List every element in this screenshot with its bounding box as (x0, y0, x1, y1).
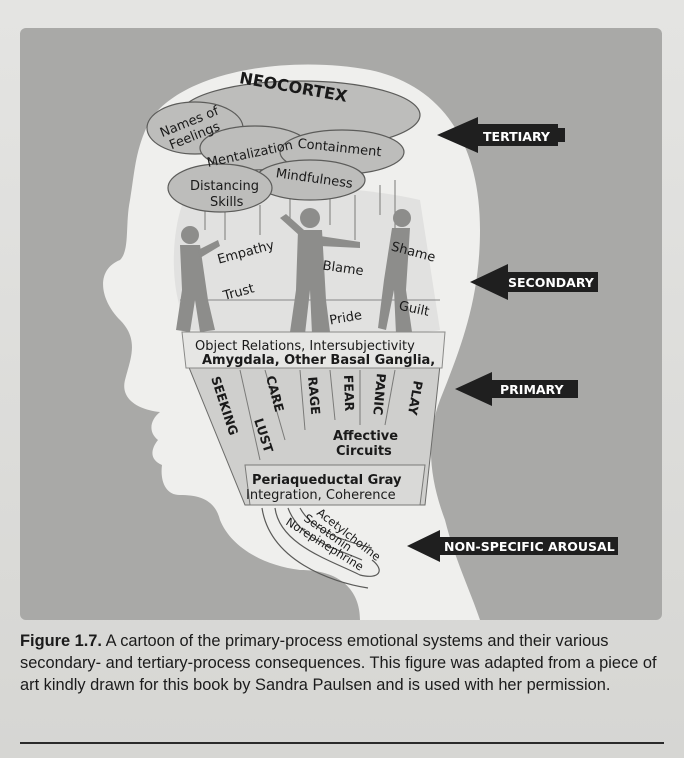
figure-middle (280, 208, 360, 334)
label-blame: Blame (322, 259, 365, 280)
neocortex-clouds (146, 80, 421, 213)
circuits-label: Circuits (336, 444, 392, 459)
rain-lines (204, 180, 396, 240)
cloud-distancing: Distancing (190, 179, 259, 194)
circuit-dividers (239, 369, 396, 461)
cloud-skills: Skills (210, 195, 244, 210)
arrow-primary (455, 372, 578, 406)
circuit-play: PLAY (405, 379, 426, 417)
caption-rule (20, 742, 664, 744)
label-nonspecific: NON-SPECIFIC AROUSAL (444, 539, 615, 554)
label-primary: PRIMARY (500, 382, 564, 397)
arrow-secondary (470, 264, 598, 300)
label-guilt: Guilt (397, 299, 430, 320)
circuit-rage: RAGE (305, 376, 323, 415)
caption-text: A cartoon of the primary-process emotion… (20, 632, 657, 694)
object-relations-band (181, 331, 446, 369)
circuit-fear: FEAR (341, 375, 357, 412)
figure-left (176, 226, 220, 332)
integration-label: Integration, Coherence (246, 488, 396, 503)
label-pride: Pride (328, 308, 363, 328)
circuit-panic: PANIC (370, 373, 389, 416)
label-tertiary: TERTIARY (483, 129, 551, 144)
arrow-nonspecific (407, 530, 618, 562)
arrow-tertiary (437, 117, 565, 153)
neuromodulator-ribbons (261, 507, 380, 589)
figure-right (378, 209, 412, 334)
figure-caption: Figure 1.7. A cartoon of the primary-pro… (20, 630, 664, 696)
label-secondary: SECONDARY (508, 275, 595, 290)
band-amygdala: Amygdala, Other Basal Ganglia, (202, 353, 435, 368)
pag-label: Periaqueductal Gray (252, 473, 402, 488)
affective-label: Affective (333, 429, 398, 444)
caption-label: Figure 1.7. (20, 632, 102, 650)
pag-band (244, 464, 426, 506)
band-object-relations: Object Relations, Intersubjectivity (195, 339, 415, 354)
human-figures (176, 208, 412, 334)
